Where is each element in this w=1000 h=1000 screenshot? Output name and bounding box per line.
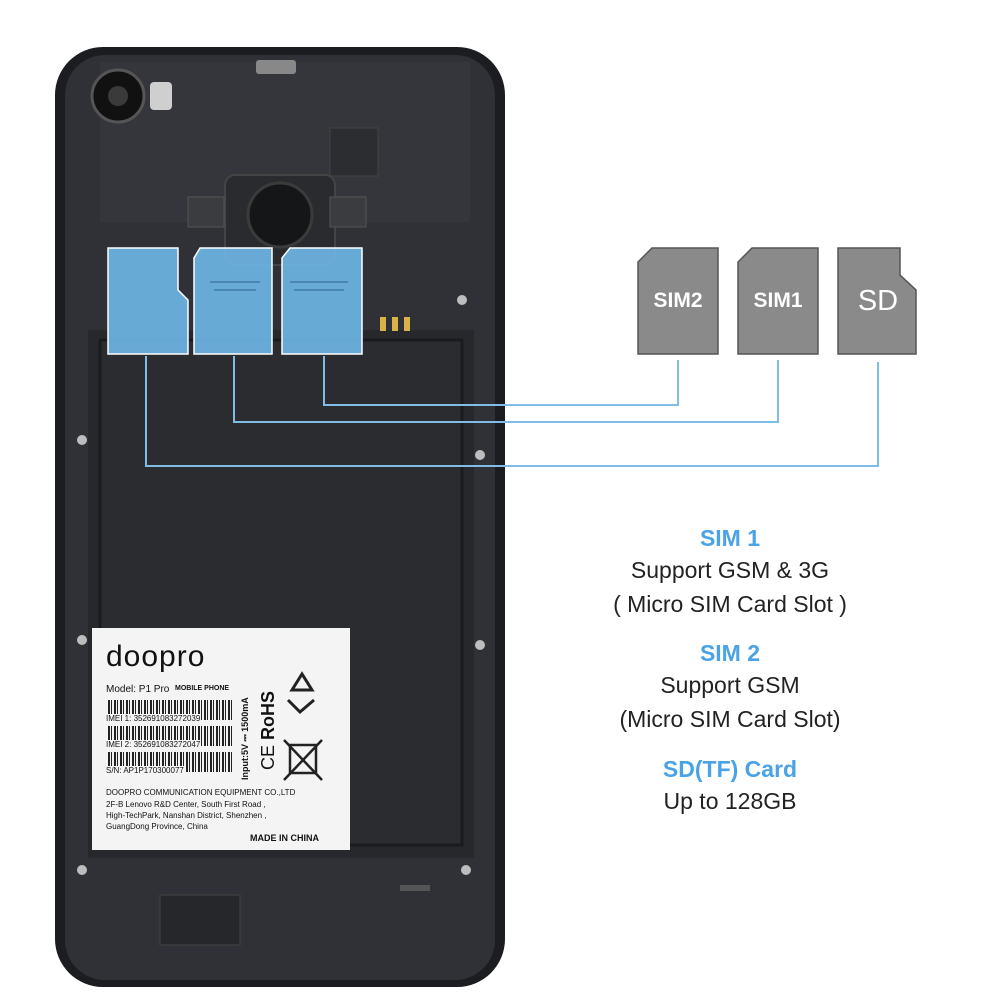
sd-info: SD(TF) Card Up to 128GB <box>580 754 880 818</box>
sim2-connector <box>323 356 679 406</box>
sim1-info: SIM 1 Support GSM & 3G ( Micro SIM Card … <box>580 523 880 621</box>
label-address-3: GuangDong Province, China <box>106 822 208 831</box>
label-model: Model: P1 Pro <box>106 684 170 695</box>
brand-logo: doopro <box>106 640 206 673</box>
screws <box>77 295 485 875</box>
sim2-card <box>637 247 719 355</box>
label-company: DOOPRO COMMUNICATION EQUIPMENT CO.,LTD <box>106 788 296 797</box>
flash <box>150 82 172 110</box>
sim2-slot-overlay <box>281 247 363 355</box>
sim1-slot-overlay <box>193 247 273 355</box>
sim1-line-2: ( Micro SIM Card Slot ) <box>613 591 847 617</box>
sim2-info: SIM 2 Support GSM (Micro SIM Card Slot) <box>580 638 880 736</box>
sim1-card-label: SIM1 <box>753 289 803 312</box>
sim1-heading: SIM 1 <box>699 525 761 551</box>
sd-slot-overlay <box>107 247 189 355</box>
sd-heading: SD(TF) Card <box>662 756 798 782</box>
sd-connector <box>145 356 879 467</box>
label-rohs: RoHS <box>258 691 278 740</box>
barcodes <box>106 700 234 772</box>
fingerprint-sensor <box>246 181 314 249</box>
sd-card <box>837 247 917 355</box>
usb-port <box>256 60 296 74</box>
label-imei1: IMEI 1: 352691083272039 <box>106 714 201 723</box>
sd-line-1: Up to 128GB <box>663 788 797 814</box>
weee-bin-icon <box>283 739 323 781</box>
sim1-card <box>737 247 819 355</box>
sd-card-label: SD <box>857 285 899 317</box>
sim1-connector <box>233 356 779 423</box>
sim2-line-2: (Micro SIM Card Slot) <box>619 706 841 732</box>
sim2-line-1: Support GSM <box>660 672 800 698</box>
battery-contacts <box>380 317 410 331</box>
sim2-card-label: SIM2 <box>653 289 703 312</box>
label-made-in: MADE IN CHINA <box>250 833 319 843</box>
label-address-1: 2F-B Lenovo R&D Center, South First Road… <box>106 800 266 809</box>
label-type: MOBILE PHONE <box>175 685 230 692</box>
label-sn: S/N: AP1P170300077 <box>106 766 184 775</box>
sim1-line-1: Support GSM & 3G <box>630 557 830 583</box>
label-input-rating: Input:5V ⎓ 1500mA <box>240 697 250 780</box>
recycle-icon <box>286 671 315 715</box>
label-ce-mark: CE <box>258 744 278 770</box>
connector-lines <box>145 356 879 467</box>
label-address-2: High-TechPark, Nanshan District, Shenzhe… <box>106 811 267 820</box>
label-imei2: IMEI 2: 352691083272047 <box>106 740 201 749</box>
sim2-heading: SIM 2 <box>699 640 761 666</box>
